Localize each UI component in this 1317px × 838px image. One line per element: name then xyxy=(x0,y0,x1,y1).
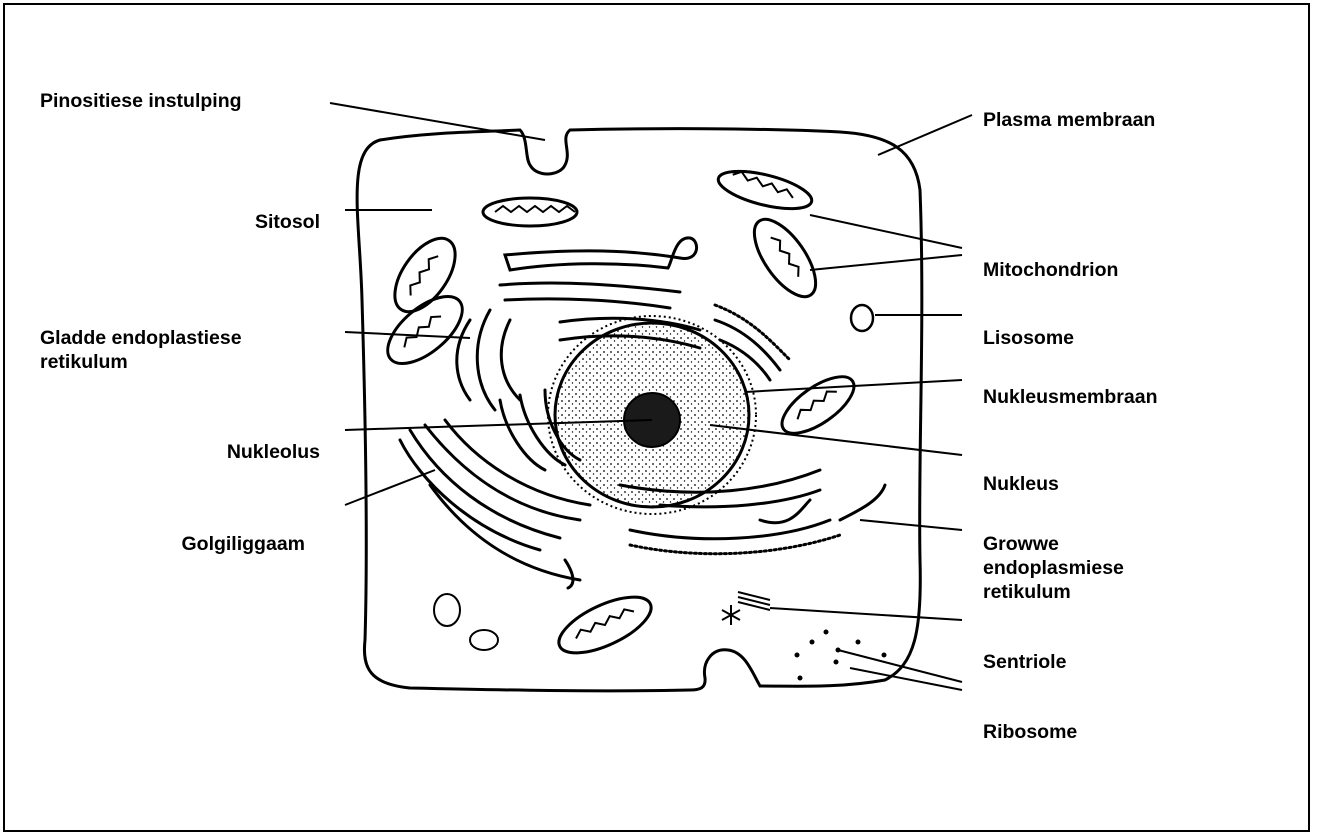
label-plasma-membrane: Plasma membraan xyxy=(983,108,1155,132)
label-nucleolus: Nukleolus xyxy=(150,440,320,464)
label-golgi-apparatus: Golgiliggaam xyxy=(100,532,305,556)
label-lysosome: Lisosome xyxy=(983,326,1074,350)
label-centriole: Sentriole xyxy=(983,650,1066,674)
label-smooth-er: Gladde endoplastiese retikulum xyxy=(40,326,242,374)
label-rough-er: Growwe endoplasmiese retikulum xyxy=(983,532,1124,604)
label-mitochondrion: Mitochondrion xyxy=(983,258,1118,282)
vesicles xyxy=(434,594,498,650)
label-ribosome: Ribosome xyxy=(983,720,1077,744)
nucleus xyxy=(548,316,756,514)
label-cytosol: Sitosol xyxy=(150,210,320,234)
label-nucleus: Nukleus xyxy=(983,472,1059,496)
label-nuclear-membrane: Nukleusmembraan xyxy=(983,385,1157,409)
lysosome xyxy=(851,305,873,331)
label-pinocytotic-vesicle: Pinositiese instulping xyxy=(40,89,242,113)
centrioles xyxy=(722,592,770,625)
